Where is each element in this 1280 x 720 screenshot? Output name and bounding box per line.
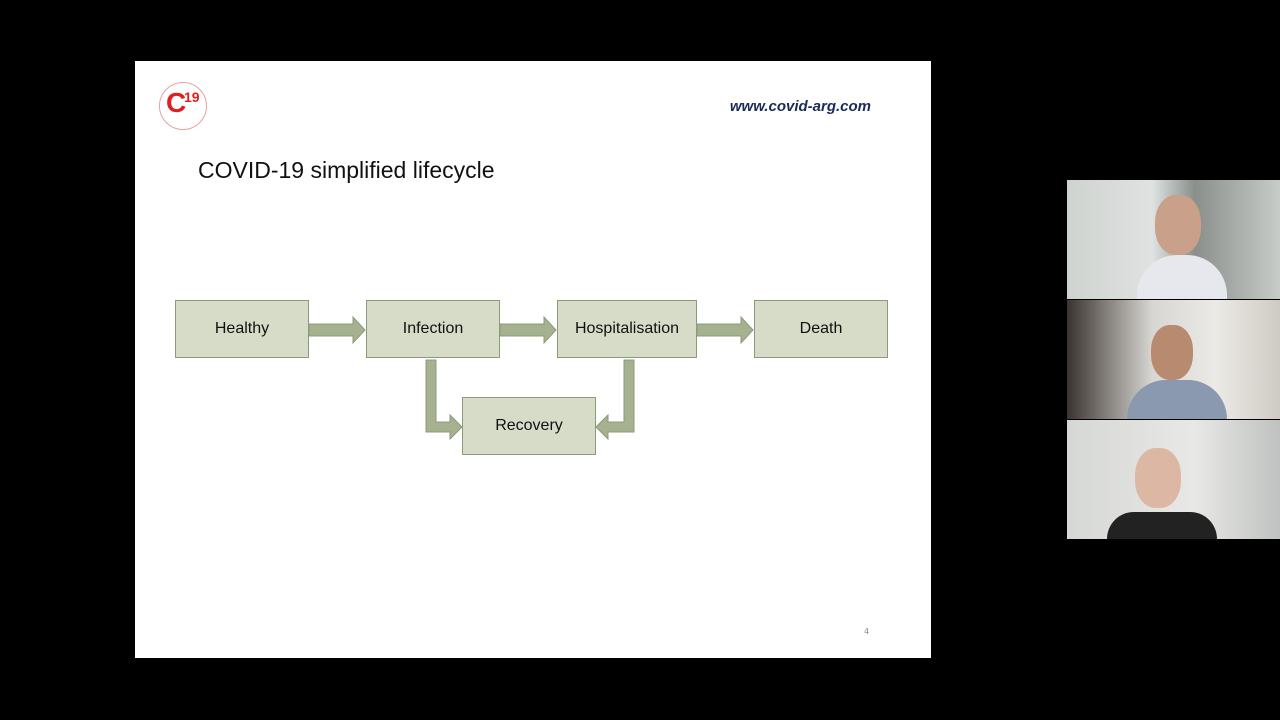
slide-title: COVID-19 simplified lifecycle (198, 157, 495, 183)
participant-video-2[interactable] (1067, 300, 1280, 419)
box-healthy: Healthy (175, 300, 309, 358)
participant-body (1127, 380, 1227, 419)
participant-face (1135, 448, 1181, 508)
arrow-infection-hospitalisation (499, 315, 557, 345)
box-recovery: Recovery (462, 397, 596, 455)
box-death: Death (754, 300, 888, 358)
website-url: www.covid-arg.com (729, 98, 871, 115)
participant-face (1155, 195, 1201, 255)
arrow-hospitalisation-recovery (595, 359, 635, 441)
participant-body (1137, 255, 1227, 299)
participant-body (1107, 512, 1217, 539)
arrow-infection-recovery (425, 359, 463, 441)
participant-face (1151, 325, 1193, 380)
page-number: 4 (864, 627, 870, 636)
box-infection: Infection (366, 300, 500, 358)
arrow-hospitalisation-death (696, 315, 754, 345)
participant-video-1[interactable] (1067, 180, 1280, 299)
flow-arrows (308, 315, 754, 441)
box-hospitalisation: Hospitalisation (557, 300, 697, 358)
participant-video-3[interactable] (1067, 420, 1280, 539)
arrow-healthy-infection (308, 315, 366, 345)
